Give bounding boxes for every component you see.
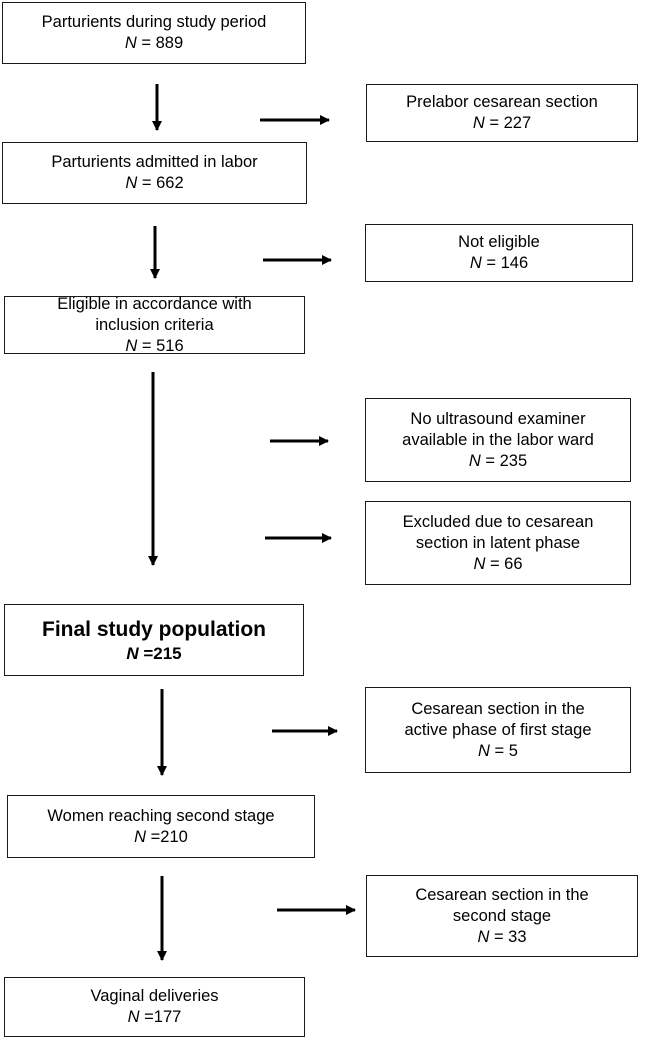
box-active-phase: Cesarean section in the active phase of … xyxy=(365,687,631,773)
latent-label-line2: section in latent phase xyxy=(415,533,581,552)
latent-label-line1: Excluded due to cesarean xyxy=(402,512,594,531)
box-no-ultrasound: No ultrasound examiner available in the … xyxy=(365,398,631,482)
cs-second-label-line1: Cesarean section in the xyxy=(415,885,589,904)
box-admitted: Parturients admitted in labor N = 662 xyxy=(2,142,307,204)
eligible-count: N = 516 xyxy=(125,336,184,355)
latent-count: N = 66 xyxy=(473,554,523,573)
admitted-count: N = 662 xyxy=(125,174,184,192)
box-final-population: Final study population N =215 xyxy=(4,604,304,676)
admitted-label: Parturients admitted in labor xyxy=(51,153,258,171)
no-ultrasound-label-line2: available in the labor ward xyxy=(402,430,594,449)
box-vaginal: Vaginal deliveries N =177 xyxy=(4,977,305,1037)
second-stage-label: Women reaching second stage xyxy=(47,806,275,825)
box-cs-second-stage: Cesarean section in the second stage N =… xyxy=(366,875,638,957)
box-latent: Excluded due to cesarean section in late… xyxy=(365,501,631,585)
eligible-label-line1: Eligible in accordance with xyxy=(57,294,252,313)
no-ultrasound-label-line1: No ultrasound examiner xyxy=(410,409,586,428)
eligible-label-line2: inclusion criteria xyxy=(95,315,214,334)
active-phase-label-line2: active phase of first stage xyxy=(404,720,592,739)
box-prelabor: Prelabor cesarean section N = 227 xyxy=(366,84,638,142)
box-eligible: Eligible in accordance with inclusion cr… xyxy=(4,294,305,355)
box-not-eligible: Not eligible N = 146 xyxy=(365,224,633,282)
cs-second-label-line2: second stage xyxy=(452,906,552,925)
no-ultrasound-count: N = 235 xyxy=(468,451,528,470)
box-second-stage: Women reaching second stage N =210 xyxy=(7,795,315,858)
final-count: N =215 xyxy=(126,643,182,663)
prelabor-count: N = 227 xyxy=(472,114,532,132)
cs-second-count: N = 33 xyxy=(477,927,527,946)
not-eligible-count: N = 146 xyxy=(469,254,529,272)
box-parturients: Parturients during study period N = 889 xyxy=(2,2,306,64)
vaginal-label: Vaginal deliveries xyxy=(90,987,219,1005)
prelabor-label: Prelabor cesarean section xyxy=(406,93,598,111)
parturients-count: N = 889 xyxy=(124,34,184,52)
final-label: Final study population xyxy=(42,617,266,641)
active-phase-count: N = 5 xyxy=(478,741,518,760)
vaginal-count: N =177 xyxy=(127,1008,182,1026)
parturients-label: Parturients during study period xyxy=(41,13,267,31)
not-eligible-label: Not eligible xyxy=(458,233,540,251)
second-stage-count: N =210 xyxy=(134,827,188,846)
active-phase-label-line1: Cesarean section in the xyxy=(411,699,585,718)
